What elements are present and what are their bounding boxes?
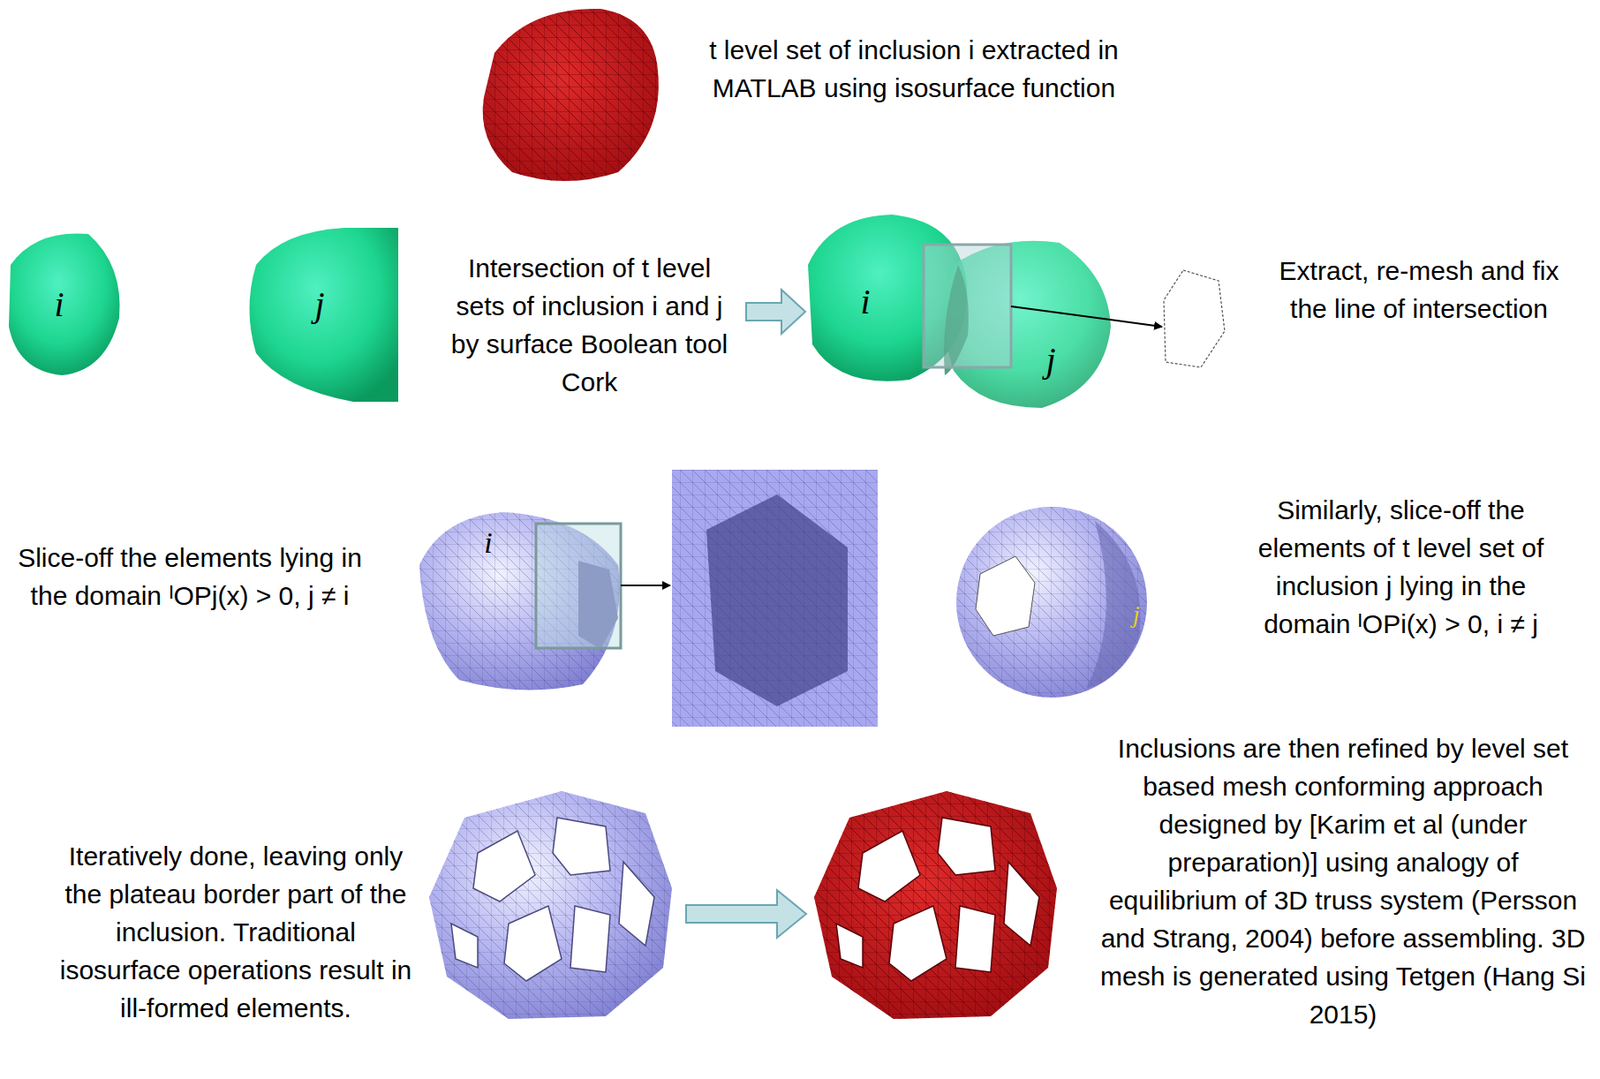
red-inclusion xyxy=(483,8,659,182)
block-arrow xyxy=(686,890,807,938)
description-text: Extract, re-mesh and fix the line of int… xyxy=(1268,251,1570,328)
sliced-inclusion-j xyxy=(956,506,1148,698)
block-arrow xyxy=(746,289,806,334)
inclusion-label: j xyxy=(1123,602,1150,627)
plateau-border-purple xyxy=(429,791,672,1019)
inclusion-label: j xyxy=(1033,342,1069,378)
inclusion-label: j xyxy=(301,286,338,323)
description-text: Inclusions are then refined by level set… xyxy=(1100,729,1586,1034)
description-text: t level set of inclusion i extracted in … xyxy=(697,30,1131,107)
green-inclusion-i xyxy=(8,233,121,376)
plateau-border-red xyxy=(814,791,1057,1019)
zoom-panel xyxy=(671,469,878,727)
description-text: Intersection of t level sets of inclusio… xyxy=(441,249,738,401)
inclusion-label: i xyxy=(847,284,884,320)
inclusion-label: i xyxy=(472,528,505,559)
inclusion-label: i xyxy=(41,286,77,323)
description-text: Iteratively done, leaving only the plate… xyxy=(54,837,417,1027)
intersecting-inclusions xyxy=(807,214,1163,408)
description-text: Slice-off the elements lying in the doma… xyxy=(17,538,363,615)
description-text: Similarly, slice-off the elements of t l… xyxy=(1235,490,1567,643)
sliced-inclusion-i xyxy=(419,512,671,690)
intersection-line xyxy=(1163,270,1225,368)
green-inclusion-j xyxy=(249,227,400,402)
